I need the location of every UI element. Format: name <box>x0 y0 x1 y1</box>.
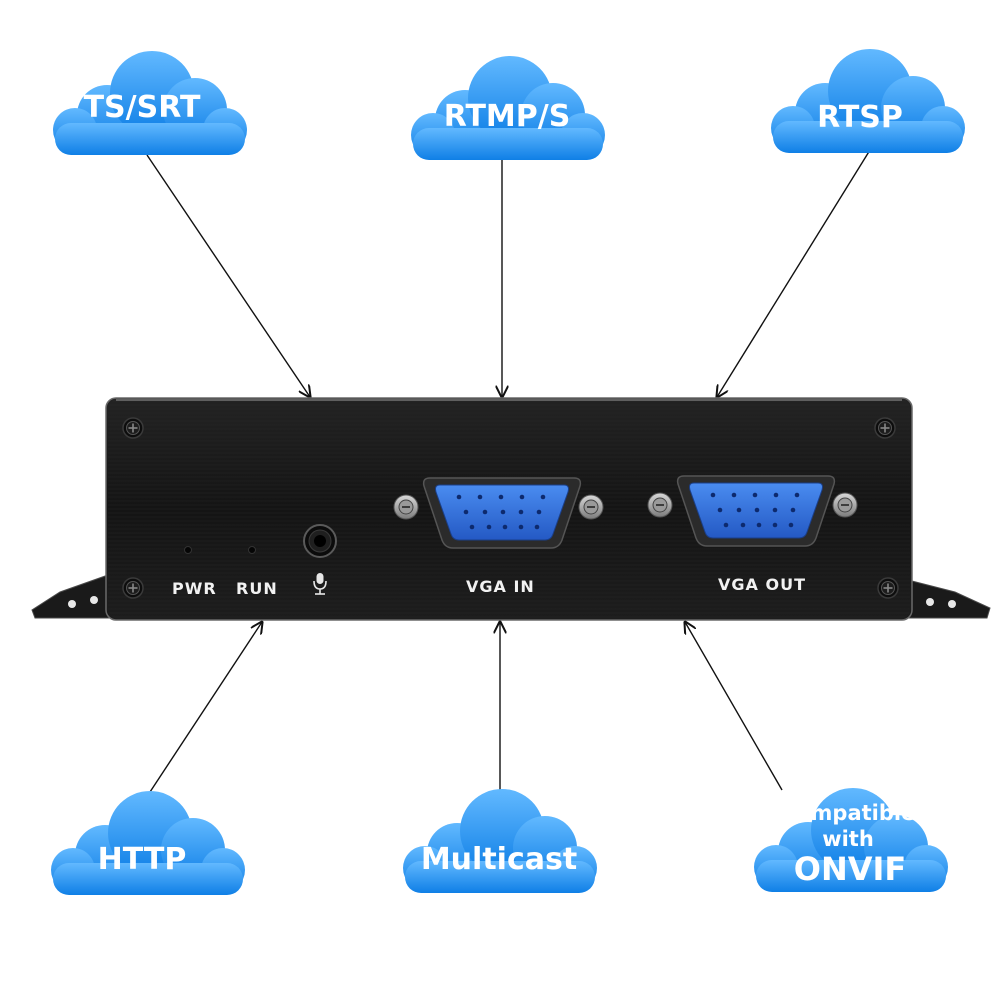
mount-hole-left-1 <box>68 600 76 608</box>
cloud-label-http: HTTP <box>98 842 187 877</box>
vga-out-label: VGA OUT <box>718 575 806 594</box>
mounting-ear-right <box>907 579 991 619</box>
panel-screw-tl <box>122 417 144 439</box>
arrow-onvif <box>685 622 783 791</box>
cloud-label-onvif-2: with <box>822 827 874 851</box>
cloud-ts-srt: TS/SRT <box>53 51 247 155</box>
cloud-label-rtmp-s: RTMP/S <box>444 99 571 134</box>
cloud-rtsp: RTSP <box>771 49 965 153</box>
pwr-label: PWR <box>172 579 217 598</box>
cloud-multicast: Multicast <box>403 789 597 893</box>
cloud-label-onvif-3: ONVIF <box>794 850 907 888</box>
encoder-device: PWR RUN VGA IN <box>31 397 991 621</box>
pwr-led <box>184 546 192 554</box>
arrow-rtsp <box>717 149 871 397</box>
run-label: RUN <box>236 579 278 598</box>
vga-in-port[interactable] <box>393 477 604 549</box>
connector-lines <box>146 149 871 796</box>
cloud-label-ts-srt: TS/SRT <box>84 90 201 125</box>
panel-screw-tr <box>874 417 896 439</box>
cloud-onvif: Compatible with ONVIF <box>754 788 948 892</box>
microphone-icon <box>313 573 327 595</box>
cloud-label-rtsp: RTSP <box>817 100 903 135</box>
vga-out-port[interactable] <box>647 475 858 547</box>
arrow-ts-srt <box>146 154 310 397</box>
vga-in-label: VGA IN <box>466 577 535 596</box>
run-led <box>248 546 256 554</box>
mount-hole-right-1 <box>926 598 934 606</box>
arrow-http <box>147 622 262 796</box>
panel-screw-br <box>877 577 899 599</box>
mounting-ear-left <box>31 574 111 619</box>
cloud-label-multicast: Multicast <box>421 842 577 877</box>
audio-jack[interactable] <box>303 524 337 558</box>
mount-hole-left-2 <box>90 596 98 604</box>
cloud-label-onvif-1: Compatible <box>781 801 916 825</box>
panel-screw-bl <box>122 577 144 599</box>
cloud-http: HTTP <box>51 791 245 895</box>
cloud-rtmp-s: RTMP/S <box>411 56 605 160</box>
mount-hole-right-2 <box>948 600 956 608</box>
